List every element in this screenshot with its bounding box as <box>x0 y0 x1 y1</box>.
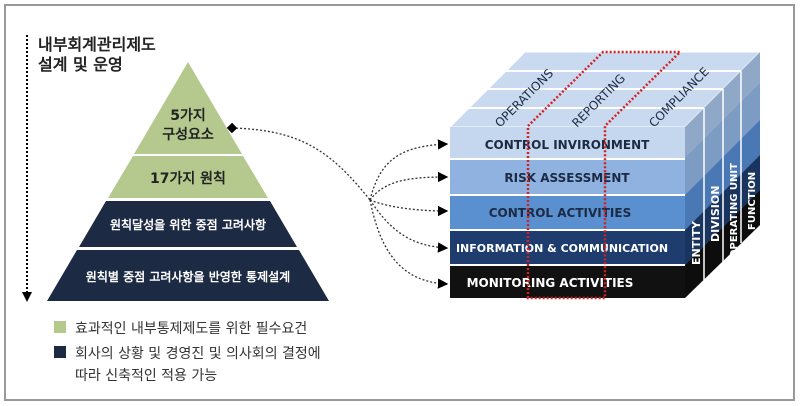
row-risk-assessment <box>450 160 685 194</box>
reporting-highlight <box>526 50 684 300</box>
title-line1: 내부회계관리제도 <box>38 35 156 54</box>
legend-green-text: 효과적인 내부통제제도를 위한 필수요건 <box>75 321 307 337</box>
connector-arrows <box>226 122 449 289</box>
component-1: CONTROL INVIRONMENT <box>485 138 650 152</box>
structure-entity: ENTITY <box>690 220 703 265</box>
pyramid-level-1 <box>134 62 242 154</box>
legend-dark-text-2: 따라 신축적인 적용 가능 <box>75 368 217 384</box>
component-4: INFORMATION & COMMUNICATION <box>456 242 668 255</box>
pyramid-level-3 <box>79 201 297 247</box>
coso-cube: CONTROL INVIRONMENT RISK ASSESSMENT CONT… <box>448 50 762 300</box>
row-control-activities <box>450 196 685 229</box>
level2-label: 17가지 원칙 <box>150 171 226 187</box>
level1-line2: 구성요소 <box>162 127 214 143</box>
title-line2: 설계 및 운영 <box>38 55 123 74</box>
component-2: RISK ASSESSMENT <box>504 171 630 185</box>
legend-green-swatch <box>54 321 66 333</box>
level4-label: 원칙별 중점 고려사항을 반영한 통제설계 <box>86 269 290 284</box>
row-information-communication <box>450 231 685 264</box>
row-monitoring-activities <box>450 266 685 298</box>
row-control-environment <box>450 127 685 158</box>
pyramid-level-2 <box>108 156 268 198</box>
component-5: MONITORING ACTIVITIES <box>467 276 634 290</box>
component-3: CONTROL ACTIVITIES <box>489 206 632 220</box>
arrow-head-icon <box>22 292 32 302</box>
pyramid-level-4 <box>47 250 329 301</box>
frame-border <box>4 4 795 401</box>
legend-dark-text-1: 회사의 상황 및 경영진 및 의사회의 결정에 <box>75 346 321 362</box>
structure-division: DIVISION <box>709 186 722 242</box>
legend-dark-swatch <box>54 346 66 358</box>
level3-label: 원칙달성을 위한 중점 고려사항 <box>110 217 266 232</box>
structure-function: FUNCTION <box>747 172 758 230</box>
level1-line1: 5가지 <box>170 108 206 124</box>
structure-operating-unit: OPERATING UNIT <box>729 163 740 258</box>
